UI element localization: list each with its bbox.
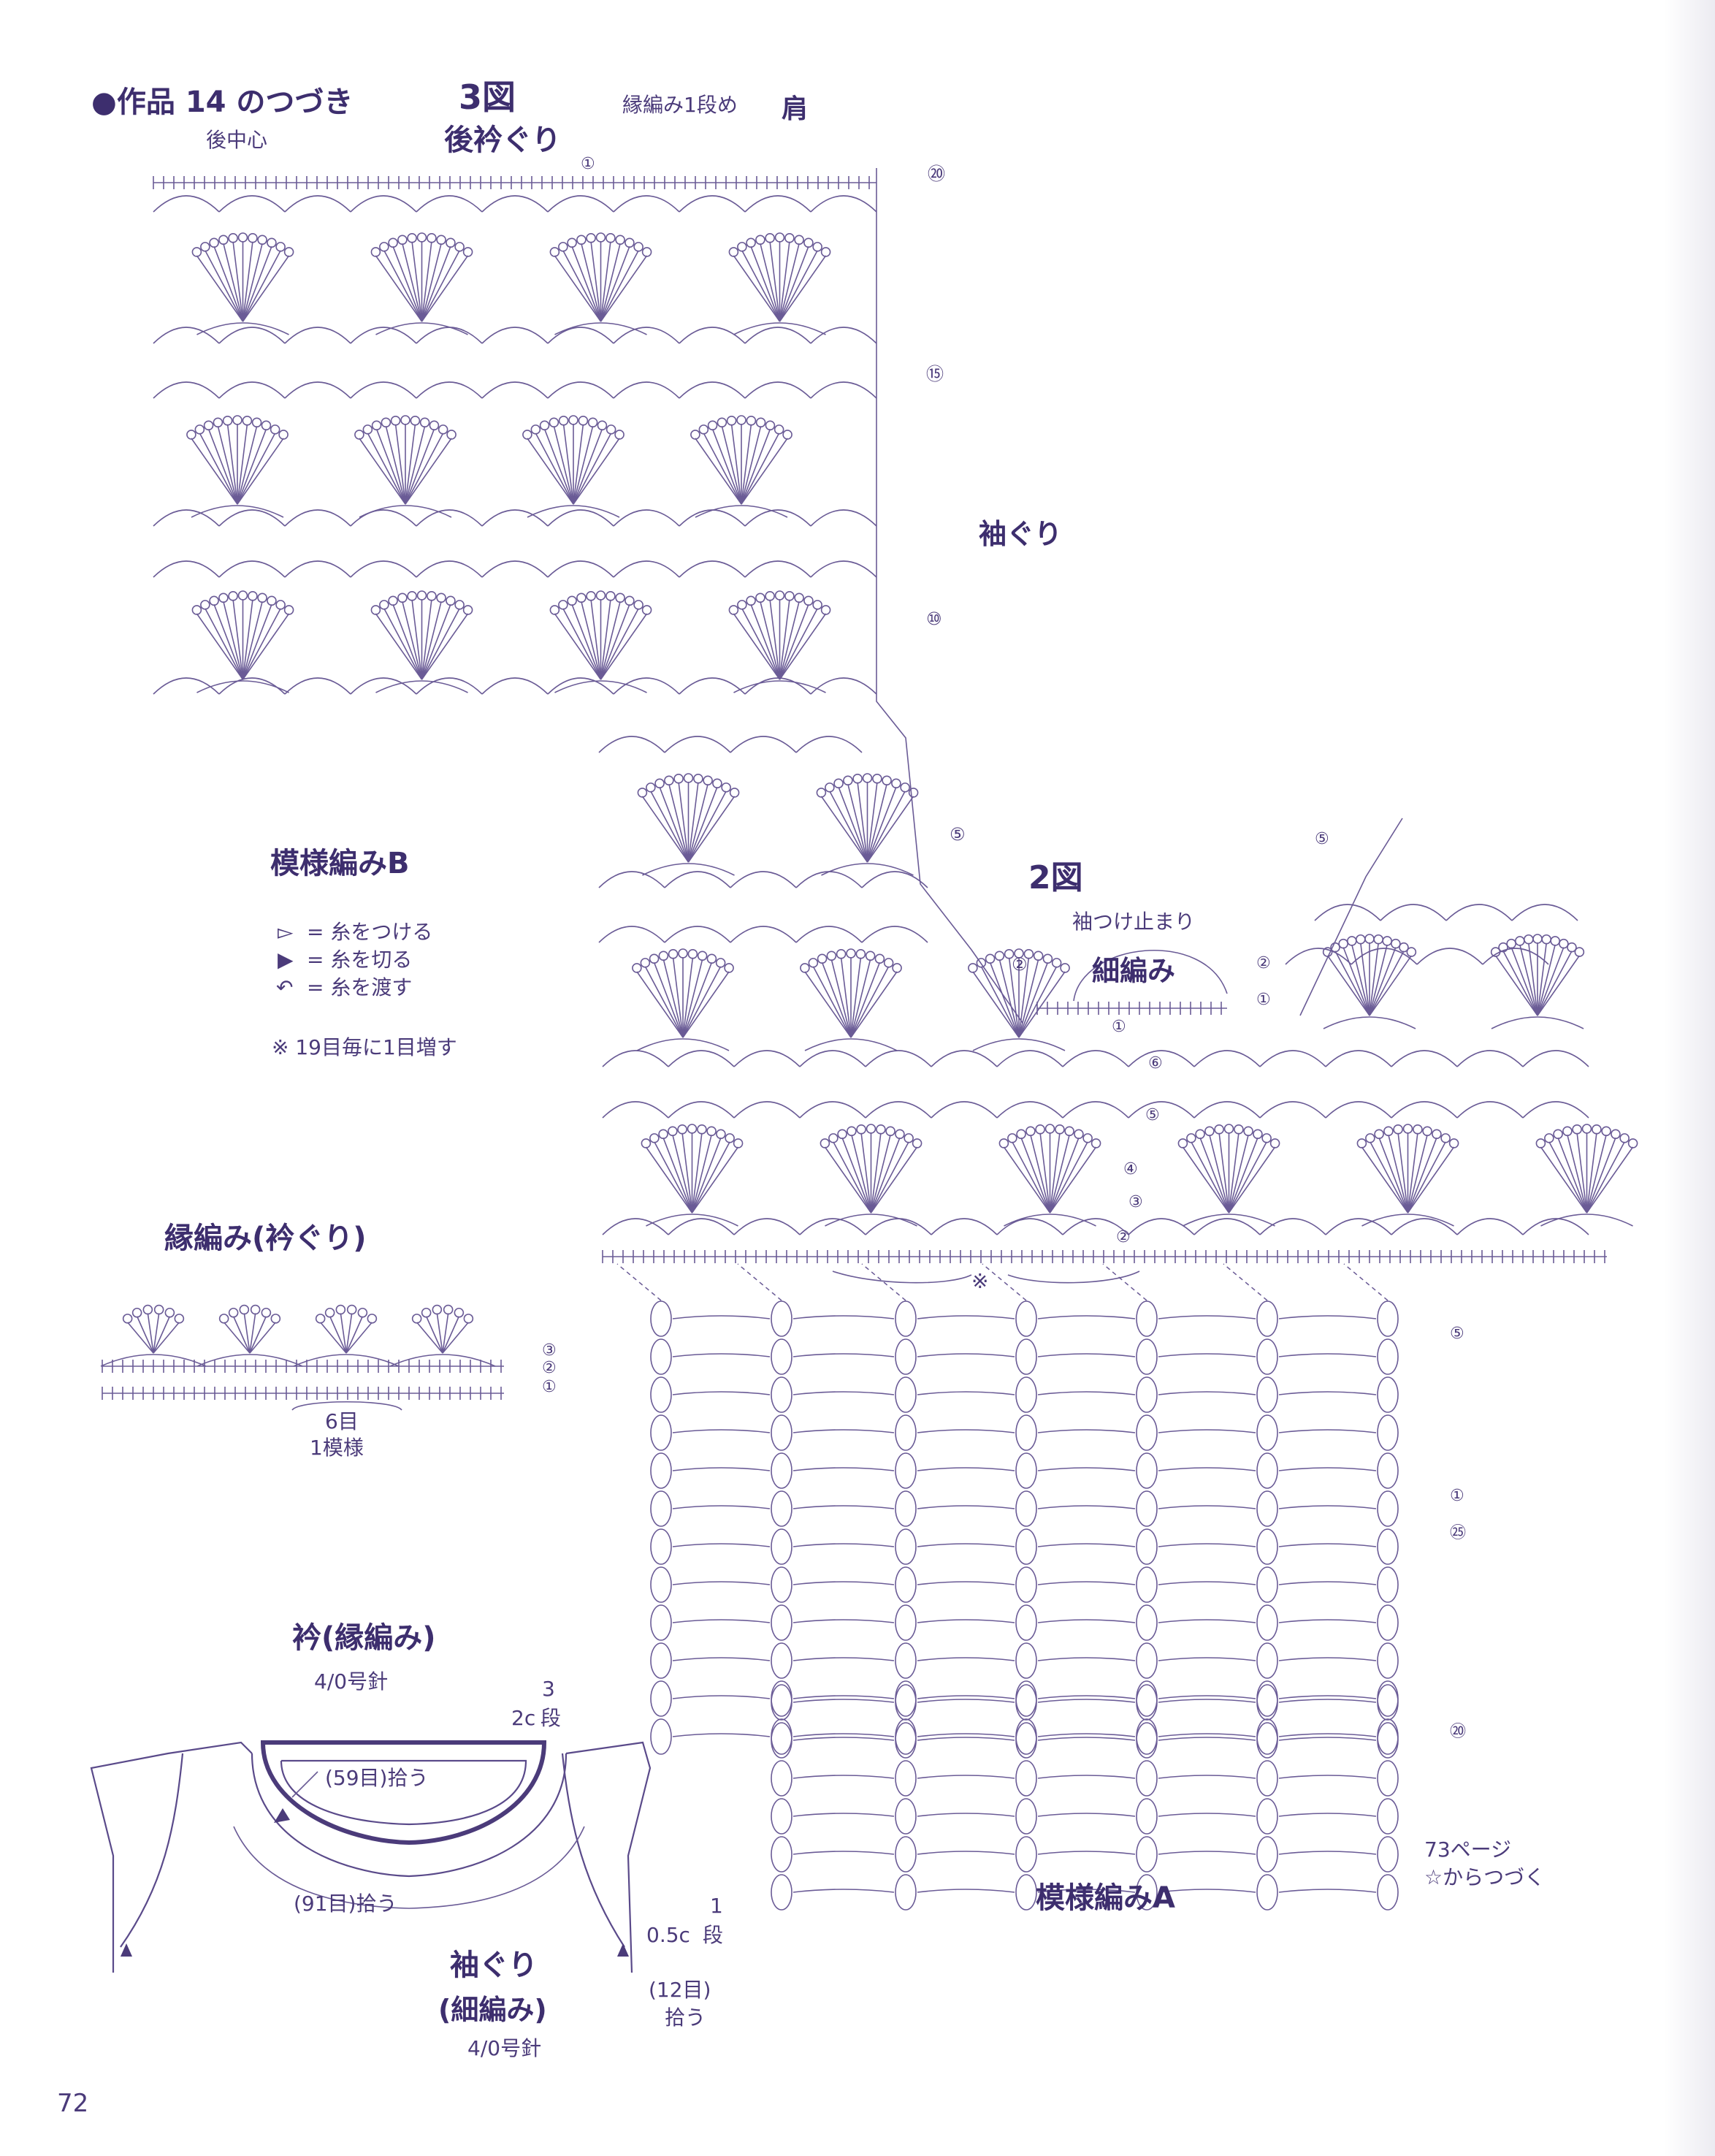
fig2-right-row-1: ①: [1256, 991, 1271, 1009]
collar-pick-outer: (91目)拾う: [294, 1892, 397, 1916]
edging-count: 6目: [325, 1409, 359, 1433]
fig2-inner-row-5: ⑤: [1145, 1106, 1160, 1124]
collar-pick-inner: (59目)拾う: [325, 1766, 429, 1790]
legend-cut-symbol: ▶: [278, 948, 294, 972]
legend-carry-symbol: ↶: [276, 975, 294, 999]
patternB-title: 模様編みB: [270, 847, 410, 880]
legend-attach-text: = 糸をつける: [307, 920, 433, 944]
legend-attach-symbol: ▻: [278, 920, 294, 944]
fig3-row-15: ⑮: [926, 364, 944, 384]
fig2-inner-row-3: ③: [1128, 1193, 1143, 1211]
edging-chart: [100, 1304, 504, 1411]
continuation-label: ●作品 14 のつづき: [91, 85, 354, 119]
page-gutter-shadow: [1664, 0, 1715, 2156]
fig3-chart: [153, 168, 1070, 1051]
fig2-inner-row-4: ④: [1123, 1160, 1138, 1178]
legend-carry-text: = 糸を渡す: [307, 975, 413, 999]
patternA-title: 模様編みA: [1036, 1881, 1175, 1915]
armhole-rows-unit: 段: [703, 1923, 724, 1947]
collar-width: 2c: [511, 1706, 536, 1730]
patternA-row-25: ㉕: [1450, 1524, 1467, 1542]
collar-schematic: [90, 1740, 652, 1973]
fig3-row-1: ①: [581, 155, 595, 173]
legend-cut-text: = 糸を切る: [307, 948, 413, 972]
fig2-right-row-2: ②: [1256, 954, 1271, 972]
back-center-label: 後中心: [206, 128, 268, 152]
fig2-chart: [602, 818, 1638, 1284]
collar-rows-unit: 段: [541, 1706, 562, 1730]
armhole-label: 袖ぐり: [979, 518, 1063, 550]
armhole-subtitle: (細編み): [438, 1994, 547, 2026]
continued-page: 73ページ: [1424, 1837, 1512, 1862]
collar-title: 衿(縁編み): [292, 1621, 436, 1655]
fig2-inner-row-1: ①: [1112, 1018, 1126, 1036]
fig3-row-10: ⑩: [926, 609, 942, 629]
armhole-title: 袖ぐり: [450, 1949, 538, 1982]
fig3-row-2: ②: [1012, 954, 1028, 975]
armhole-pick: (12目): [649, 1978, 711, 2002]
patternA-row-1: ①: [1450, 1487, 1464, 1505]
edging-repeat: 1模様: [310, 1436, 364, 1460]
fig2-asterisk: ※: [971, 1269, 989, 1293]
fig2-inner-row-6: ⑥: [1148, 1054, 1163, 1073]
edging-row-1: ①: [542, 1378, 557, 1396]
edging-title: 縁編み(衿ぐり): [164, 1222, 367, 1255]
fig2-title: 2図: [1028, 859, 1083, 896]
collar-rows: 3: [542, 1677, 555, 1701]
fig2-inner-row-2: ②: [1116, 1228, 1131, 1246]
fig2-right-row-5: ⑤: [1315, 830, 1329, 848]
armhole-needle: 4/0号針: [467, 2036, 542, 2060]
patternA-row-20: ⑳: [1450, 1723, 1467, 1741]
fig3-subtitle: 後衿ぐり: [444, 123, 561, 157]
armhole-pick-unit: 拾う: [665, 2005, 706, 2030]
patternA-chart: [616, 1263, 1399, 1911]
collar-needle: 4/0号針: [314, 1669, 389, 1694]
patternA-row-5: ⑤: [1450, 1325, 1464, 1343]
fig3-row-5: ⑤: [950, 824, 966, 845]
continued-from: ☆からつづく: [1424, 1865, 1546, 1889]
fig3-title: 3図: [459, 77, 516, 117]
armhole-rows: 1: [710, 1894, 723, 1918]
edging-row-2: ②: [542, 1359, 557, 1377]
single-crochet-label: 細編み: [1092, 955, 1176, 987]
increase-note: ※ 19目毎に1目増す: [272, 1035, 457, 1059]
fig3-row-20: ⑳: [928, 164, 945, 184]
sleeve-stop-label: 袖つけ止まり: [1072, 910, 1196, 934]
armhole-width: 0.5c: [646, 1923, 690, 1947]
page-number: 72: [57, 2089, 89, 2118]
shoulder-label: 肩: [782, 94, 809, 124]
edging-row-3: ③: [542, 1341, 557, 1360]
edging-row1-label: 縁編み1段め: [622, 93, 738, 117]
